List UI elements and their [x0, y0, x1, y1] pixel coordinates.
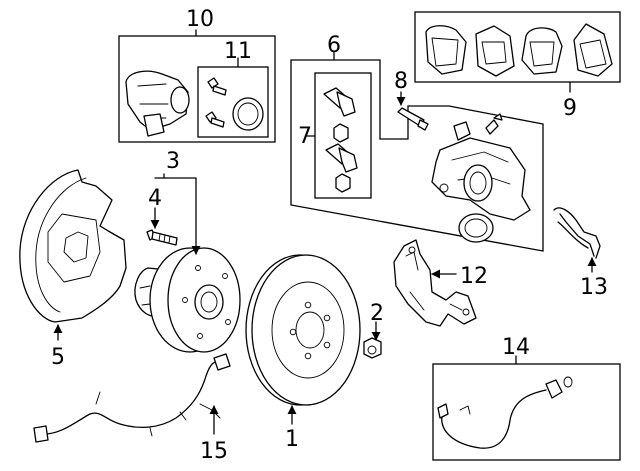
group-box-14	[432, 363, 621, 461]
group-box-11	[197, 66, 269, 138]
flange-nut	[363, 337, 382, 359]
callout-2: 2	[370, 301, 384, 326]
callout-14: 14	[502, 335, 530, 360]
callout-15: 15	[200, 439, 228, 464]
hub-bolt	[146, 229, 178, 246]
guide-pin-kit	[323, 87, 358, 193]
caliper-bracket	[393, 239, 477, 327]
group-box-9	[414, 11, 621, 83]
brake-pad-set	[425, 23, 613, 77]
callout-8: 8	[394, 69, 408, 94]
guide-bolt	[397, 107, 429, 131]
retaining-clip	[553, 207, 601, 259]
callout-10: 10	[186, 7, 214, 32]
hub-bearing-assembly	[134, 247, 241, 353]
group-box-10	[118, 35, 276, 143]
callout-1: 1	[285, 427, 299, 452]
callout-13: 13	[580, 275, 608, 300]
callout-5: 5	[51, 345, 65, 370]
bleeder-bolts-and-seal	[205, 77, 264, 131]
callout-9: 9	[563, 96, 577, 121]
speed-sensor	[437, 376, 573, 449]
splash-shield	[19, 169, 127, 323]
callout-6: 6	[327, 33, 341, 58]
brake-caliper	[431, 113, 531, 221]
leader-lines	[53, 29, 597, 435]
group-box-6	[290, 59, 544, 252]
sensor-harness	[33, 353, 231, 443]
callout-12: 12	[460, 264, 488, 289]
callout-3: 3	[166, 149, 180, 174]
caliper-body	[125, 70, 190, 137]
brake-rotor	[245, 254, 361, 406]
callout-11: 11	[224, 39, 252, 64]
piston-seal	[458, 213, 494, 243]
callout-7: 7	[298, 124, 312, 149]
callout-4: 4	[148, 186, 162, 211]
